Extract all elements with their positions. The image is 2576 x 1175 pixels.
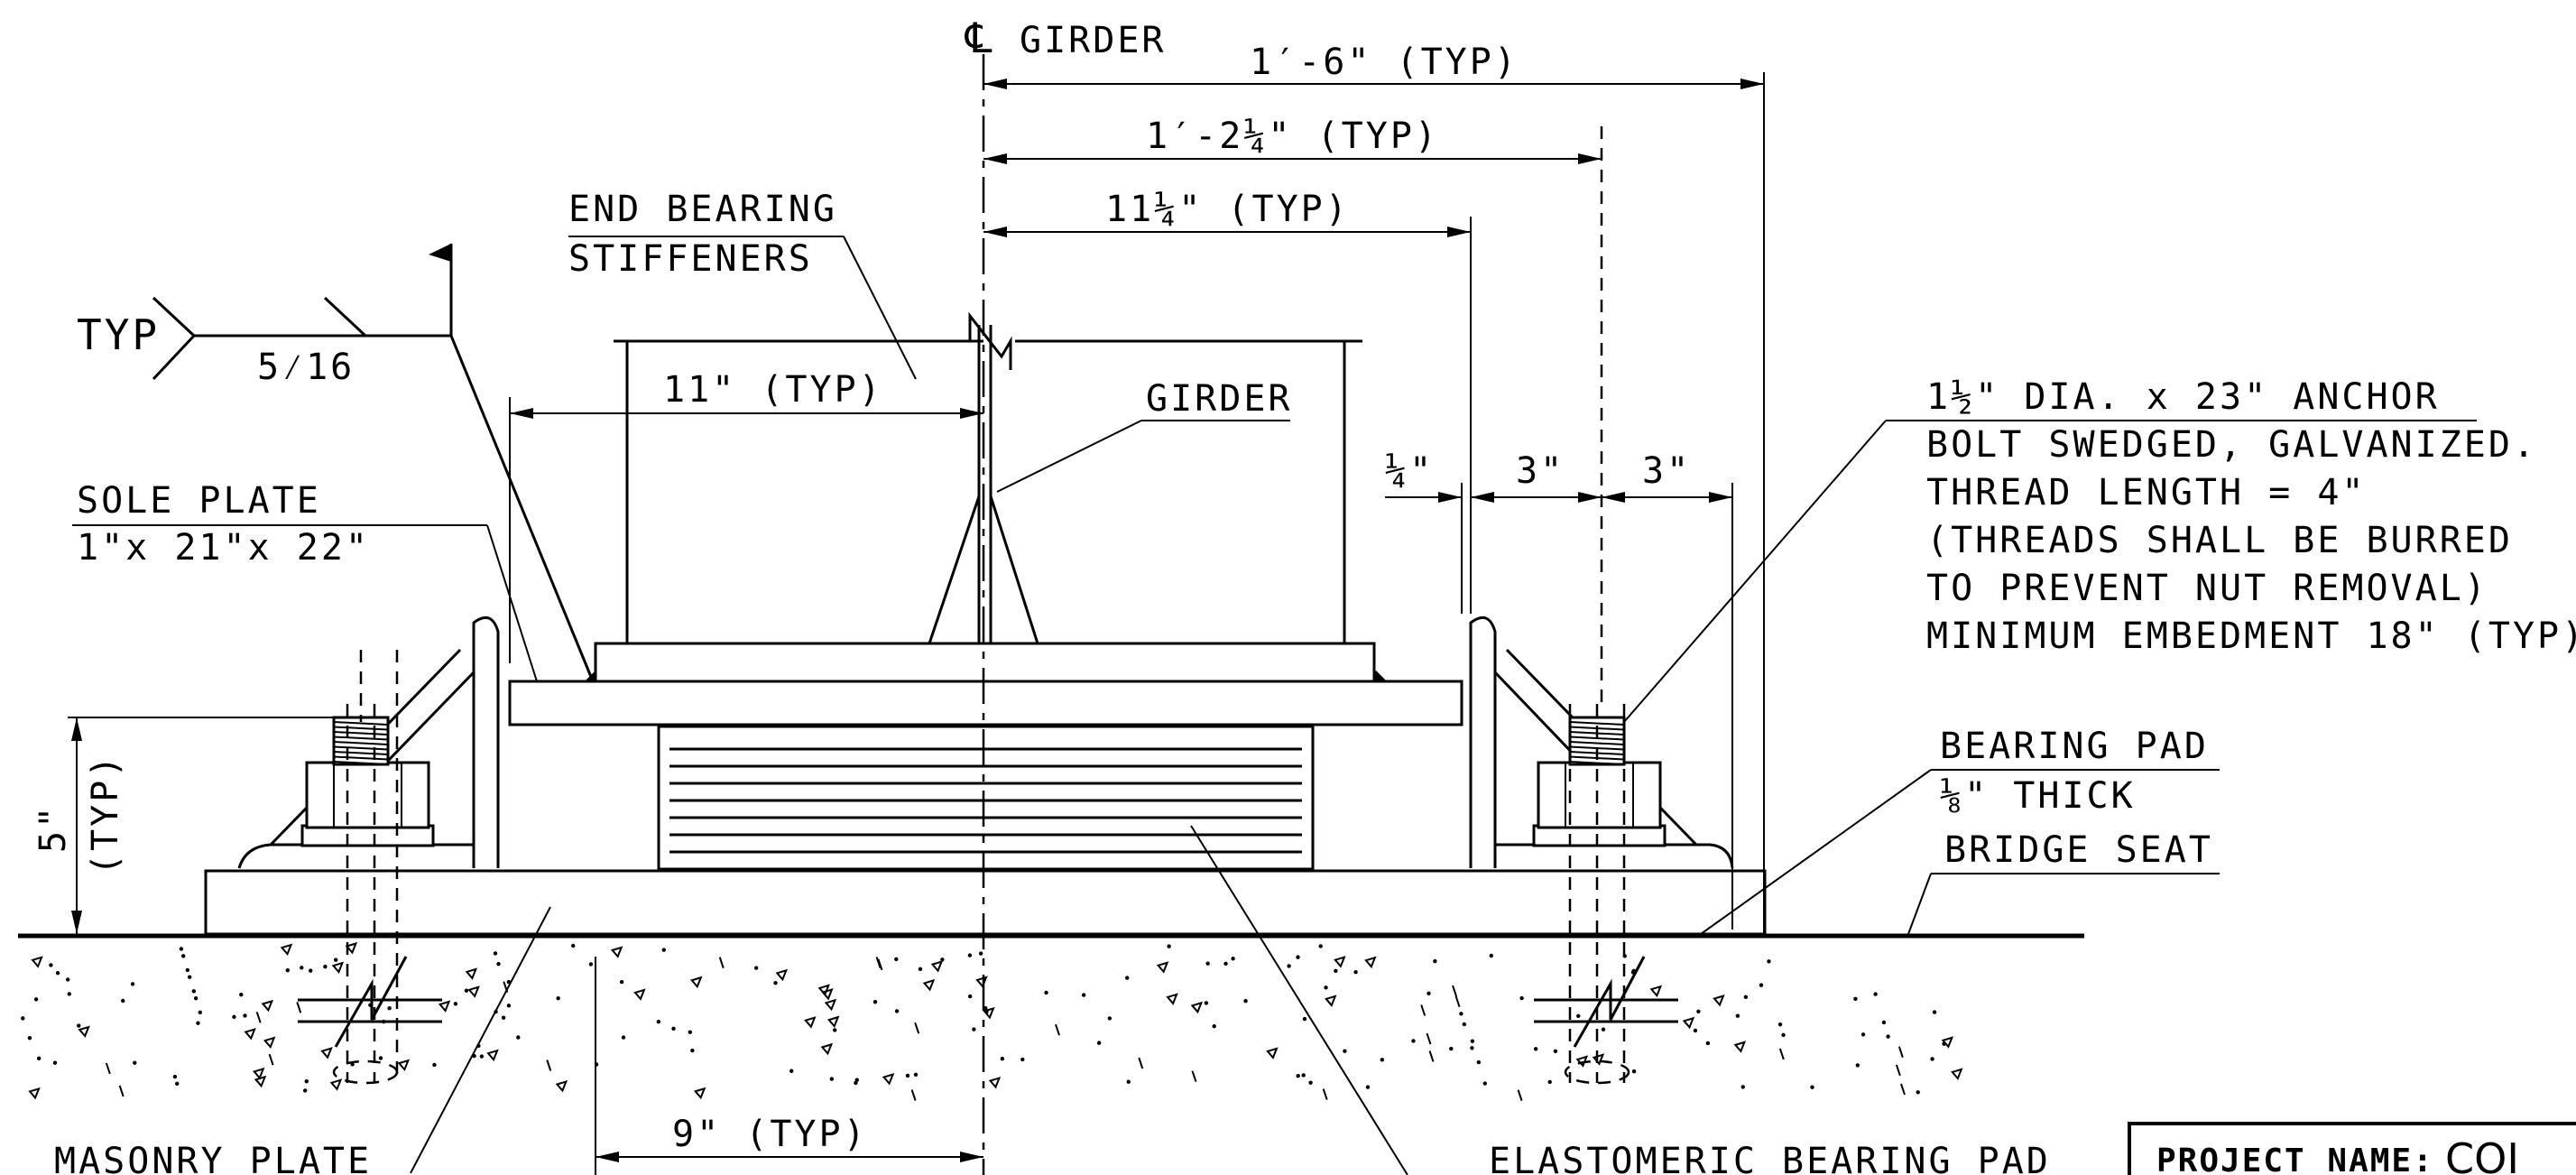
svg-text:THREAD LENGTH = 4": THREAD LENGTH = 4" bbox=[1926, 472, 2366, 513]
svg-text:1"x 21"x 22": 1"x 21"x 22" bbox=[77, 527, 370, 569]
left-bolt-threads bbox=[332, 716, 390, 766]
svg-text:TO PREVENT NUT REMOVAL): TO PREVENT NUT REMOVAL) bbox=[1926, 568, 2488, 609]
svg-text:STIFFENERS: STIFFENERS bbox=[568, 238, 813, 280]
label-sole-plate: SOLE PLATE 1"x 21"x 22" bbox=[72, 480, 538, 682]
svg-text:MASONRY PLATE: MASONRY PLATE bbox=[54, 1141, 372, 1175]
svg-text:5⁄16: 5⁄16 bbox=[257, 347, 355, 388]
svg-text:GIRDER: GIRDER bbox=[1146, 378, 1293, 420]
dim-quarter-3-3: ¼" 3" 3" bbox=[1385, 450, 1733, 930]
svg-text:3": 3" bbox=[1642, 450, 1691, 492]
svg-text:BEARING PAD: BEARING PAD bbox=[1940, 726, 2209, 767]
sole-plate bbox=[508, 680, 1463, 726]
svg-text:BRIDGE SEAT: BRIDGE SEAT bbox=[1944, 829, 2213, 871]
svg-text:⅛" THICK: ⅛" THICK bbox=[1940, 775, 2136, 817]
label-bridge-seat: BRIDGE SEAT bbox=[1907, 829, 2220, 935]
right-anchor-assembly bbox=[1469, 615, 1734, 1085]
label-elastomeric: ELASTOMERIC BEARING PAD bbox=[1190, 825, 2051, 1175]
dim-1-6: 1′-6" (TYP) bbox=[983, 42, 1765, 934]
svg-text:11¼" (TYP): 11¼" (TYP) bbox=[1105, 189, 1350, 230]
label-anchor-bolt: 1½" DIA. x 23" ANCHOR BOLT SWEDGED, GALV… bbox=[1623, 376, 2576, 723]
svg-text:1′-2¼" (TYP): 1′-2¼" (TYP) bbox=[1146, 116, 1439, 157]
centerline-symbol: ℄ bbox=[965, 14, 995, 62]
svg-text:¼": ¼" bbox=[1385, 450, 1434, 492]
svg-text:11" (TYP): 11" (TYP) bbox=[663, 369, 883, 411]
elastomeric-bearing-pad bbox=[657, 725, 1315, 871]
svg-text:TYP: TYP bbox=[77, 310, 160, 359]
masonry-plate bbox=[204, 869, 1767, 936]
svg-text:END BEARING: END BEARING bbox=[568, 189, 837, 230]
dim-11-1-4: 11¼" (TYP) bbox=[983, 189, 1472, 614]
svg-text:1′-6" (TYP): 1′-6" (TYP) bbox=[1250, 42, 1519, 83]
title-block: PROJECT NAME: COI bbox=[2128, 1122, 2576, 1175]
dim-1-2-1-4: 1′-2¼" (TYP) bbox=[983, 116, 1603, 704]
dimension-arrowheads bbox=[71, 79, 1764, 1162]
label-masonry-plate: MASONRY PLATE bbox=[54, 906, 551, 1175]
right-bolt-threads bbox=[1568, 716, 1626, 766]
svg-text:ELASTOMERIC BEARING PAD: ELASTOMERIC BEARING PAD bbox=[1489, 1141, 2051, 1175]
svg-text:5": 5" bbox=[32, 804, 74, 853]
svg-text:(TYP): (TYP) bbox=[85, 754, 126, 875]
svg-text:(THREADS SHALL BE BURRED: (THREADS SHALL BE BURRED bbox=[1926, 520, 2513, 561]
concrete-seat bbox=[18, 933, 2084, 1102]
svg-text:MINIMUM EMBEDMENT 18" (TYP): MINIMUM EMBEDMENT 18" (TYP) bbox=[1926, 615, 2576, 657]
dim-9: 9" (TYP) bbox=[595, 957, 983, 1175]
weld-symbol: TYP 5⁄16 bbox=[77, 244, 593, 678]
girder bbox=[594, 311, 1376, 683]
label-bearing-pad: BEARING PAD ⅛" THICK bbox=[1700, 726, 2220, 935]
dim-5: 5" (TYP) bbox=[32, 717, 334, 934]
centerline-label: GIRDER bbox=[1020, 20, 1167, 61]
svg-text:3": 3" bbox=[1516, 450, 1565, 492]
left-anchor-assembly bbox=[237, 615, 500, 1085]
svg-text:1½" DIA. x 23" ANCHOR: 1½" DIA. x 23" ANCHOR bbox=[1926, 376, 2440, 418]
svg-text:SOLE PLATE: SOLE PLATE bbox=[77, 480, 321, 522]
project-name-value: COI bbox=[2445, 1134, 2519, 1175]
project-name-label: PROJECT NAME: bbox=[2156, 1143, 2434, 1175]
label-girder: GIRDER bbox=[996, 378, 1293, 493]
dim-11: 11" (TYP) bbox=[509, 369, 983, 663]
label-end-bearing: END BEARING STIFFENERS bbox=[568, 189, 917, 380]
svg-text:BOLT SWEDGED, GALVANIZED.: BOLT SWEDGED, GALVANIZED. bbox=[1926, 424, 2537, 466]
concrete-stipple bbox=[21, 941, 1963, 1102]
svg-text:9" (TYP): 9" (TYP) bbox=[672, 1114, 868, 1155]
